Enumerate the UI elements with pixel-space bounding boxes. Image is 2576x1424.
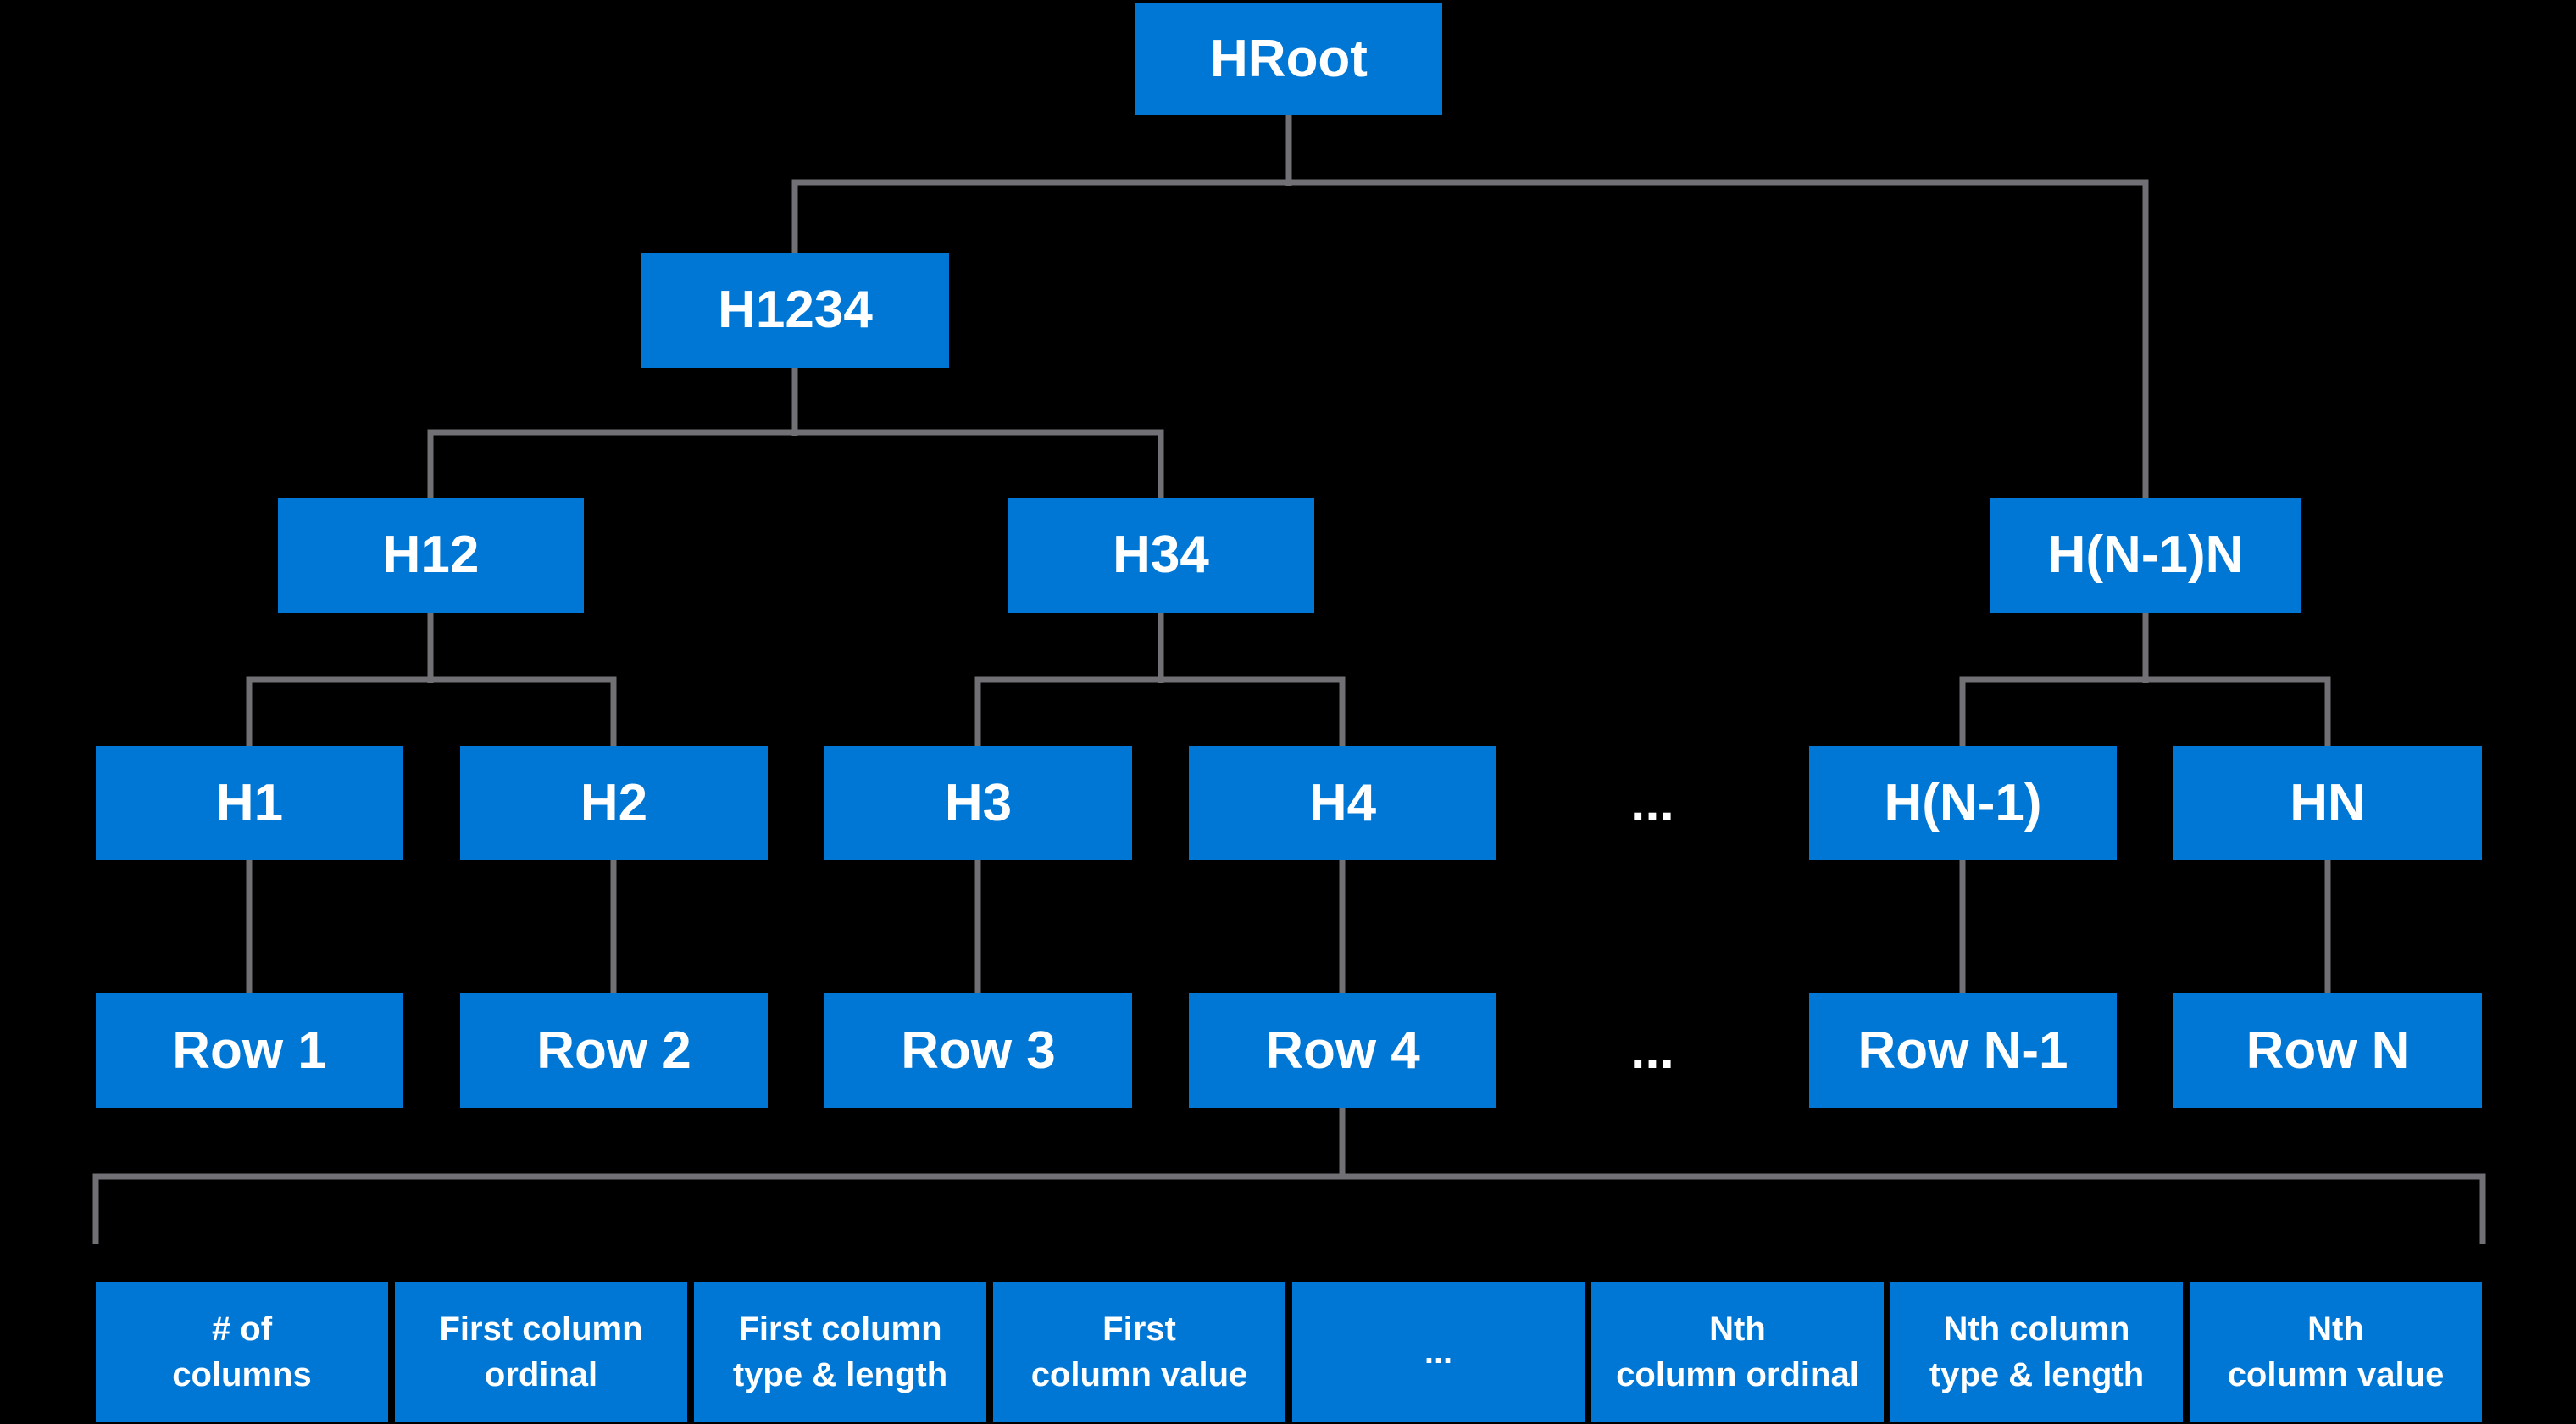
field-nth-column-ordinal: Nth column ordinal xyxy=(1591,1282,1884,1422)
node-h3: H3 xyxy=(824,746,1132,860)
field-nth-column-type-length: Nth column type & length xyxy=(1890,1282,2183,1422)
node-row-4: Row 4 xyxy=(1189,993,1496,1108)
field-first-column-type-length: First column type & length xyxy=(694,1282,986,1422)
ellipsis-row-level: ... xyxy=(1630,1021,1674,1080)
connector-hn1n-bracket xyxy=(1959,676,2331,746)
field-line-1: First xyxy=(1102,1310,1176,1348)
field-line-2: type & length xyxy=(732,1356,948,1393)
field-line-2: column value xyxy=(1030,1356,1248,1393)
node-row-n-minus-1: Row N-1 xyxy=(1809,993,2117,1108)
node-h4: H4 xyxy=(1189,746,1496,860)
field-line-1: Nth column xyxy=(1943,1310,2130,1348)
node-row-n: Row N xyxy=(2174,993,2482,1108)
field-nth-column-value: Nth column value xyxy=(2190,1282,2482,1422)
connector-root-bracket xyxy=(791,179,2149,498)
node-h12: H12 xyxy=(278,498,584,613)
connector-h12-bracket xyxy=(246,676,617,746)
field-line-2: ordinal xyxy=(484,1356,598,1393)
field-line-1: First column xyxy=(439,1310,643,1348)
node-h2: H2 xyxy=(460,746,768,860)
node-h-n-minus-1: H(N-1) xyxy=(1809,746,2117,860)
connector-record-bracket xyxy=(92,1173,2486,1244)
node-row-3: Row 3 xyxy=(824,993,1132,1108)
node-hroot: HRoot xyxy=(1135,3,1442,115)
field-line-2: columns xyxy=(172,1356,312,1393)
field-line-1: First column xyxy=(738,1310,942,1348)
field-line-1: # of xyxy=(211,1310,273,1348)
node-row-1: Row 1 xyxy=(96,993,403,1108)
field-line-1: Nth xyxy=(2307,1310,2364,1348)
field-line-2: column value xyxy=(2227,1356,2445,1393)
field-ellipsis: ... xyxy=(1292,1282,1585,1422)
node-hn: HN xyxy=(2174,746,2482,860)
field-line-2: column ordinal xyxy=(1616,1356,1859,1393)
connector-h1234-bracket xyxy=(427,429,1164,498)
ellipsis-hash-level: ... xyxy=(1630,773,1674,832)
node-h1: H1 xyxy=(96,746,403,860)
field-first-column-value: First column value xyxy=(993,1282,1285,1422)
field-line-2: type & length xyxy=(1929,1356,2145,1393)
field-line-1: ... xyxy=(1424,1333,1453,1371)
node-h34: H34 xyxy=(1008,498,1314,613)
node-h1234: H1234 xyxy=(641,253,949,368)
field-line-1: Nth xyxy=(1709,1310,1766,1348)
field-num-of-columns: # of columns xyxy=(96,1282,388,1422)
node-row-2: Row 2 xyxy=(460,993,768,1108)
field-first-column-ordinal: First column ordinal xyxy=(395,1282,687,1422)
connector-h34-bracket xyxy=(974,676,1346,746)
node-h-n-minus-1-n: H(N-1)N xyxy=(1990,498,2301,613)
